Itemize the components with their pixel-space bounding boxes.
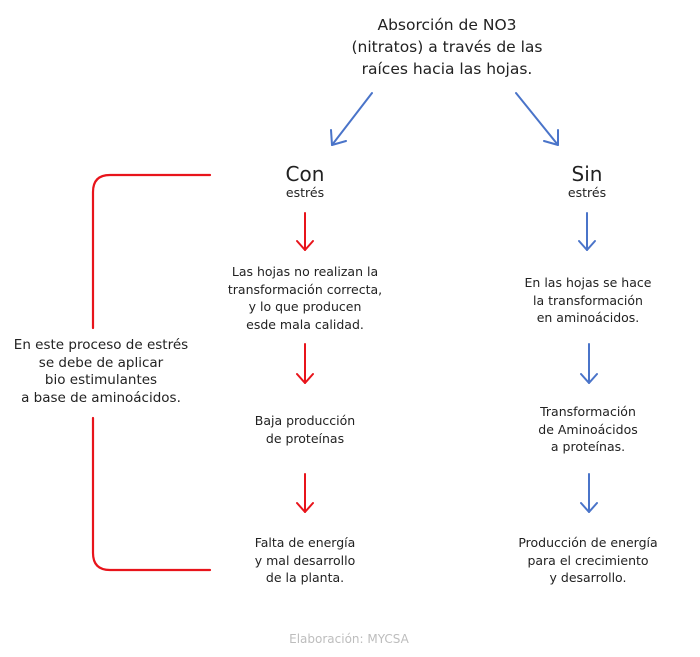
branch-heading: Sin [571,162,603,186]
step-line: de la planta. [265,570,345,585]
footer-credit: Elaboración: MYCSA [289,632,409,646]
title-line: Absorción de NO3 [377,16,517,34]
diagram-title: Absorción de NO3 (nitratos) a través de … [351,14,542,80]
step-line: Falta de energía [254,535,356,550]
left-step-2: Baja producción de proteínas [255,412,355,447]
right-step-3: Producción de energía para el crecimient… [518,534,657,587]
step-line: Transformación [540,404,636,419]
step-line: Las hojas no realizan la [231,264,379,279]
note-line: a base de aminoácidos. [21,389,181,406]
right-step-1: En las hojas se hace la transformación e… [525,274,652,327]
bracket-bottom [91,416,212,572]
sin-estres-heading: Sin estrés [568,163,606,201]
title-line: (nitratos) a través de las [351,38,543,56]
arrow-to-sin [515,92,559,146]
step-line: y desarrollo. [549,570,627,585]
red-arrow-3 [296,473,314,513]
left-step-3: Falta de energía y mal desarrollo de la … [255,534,356,587]
step-line: y lo que producen [248,299,362,314]
red-arrow-1 [296,212,314,251]
step-line: de Aminoácidos [538,421,638,437]
blue-arrow-1 [578,212,596,251]
step-line: a proteínas. [550,439,626,454]
step-line: la transformación [533,292,643,308]
step-line: esde mala calidad. [246,316,364,332]
step-line: Producción de energía [518,535,658,550]
step-line: en aminoácidos. [536,310,640,325]
blue-arrow-2 [580,343,598,384]
bracket-note: En este proceso de estrés se debe de apl… [14,337,188,407]
note-line: En este proceso de estrés [13,337,189,353]
step-line: Baja producción [254,413,356,428]
bracket-top [91,173,212,330]
step-line: En las hojas se hace [524,275,652,290]
step-line: para el crecimiento [527,552,649,568]
step-line: de proteínas [265,430,345,446]
red-arrow-2 [296,343,314,384]
step-line: y mal desarrollo [254,552,356,568]
note-line: bio estimulantes [44,372,158,388]
con-estres-heading: Con estrés [286,163,325,201]
step-line: transformación correcta, [227,281,383,297]
branch-subheading: estrés [567,185,607,200]
note-line: se debe de aplicar [38,354,164,371]
right-step-2: Transformación de Aminoácidos a proteína… [538,403,637,456]
left-step-1: Las hojas no realizan la transformación … [228,263,382,333]
branch-heading: Con [285,162,325,186]
title-line: raíces hacia las hojas. [361,60,533,78]
branch-subheading: estrés [285,185,325,200]
blue-arrow-3 [580,473,598,513]
arrow-to-con [330,92,373,146]
